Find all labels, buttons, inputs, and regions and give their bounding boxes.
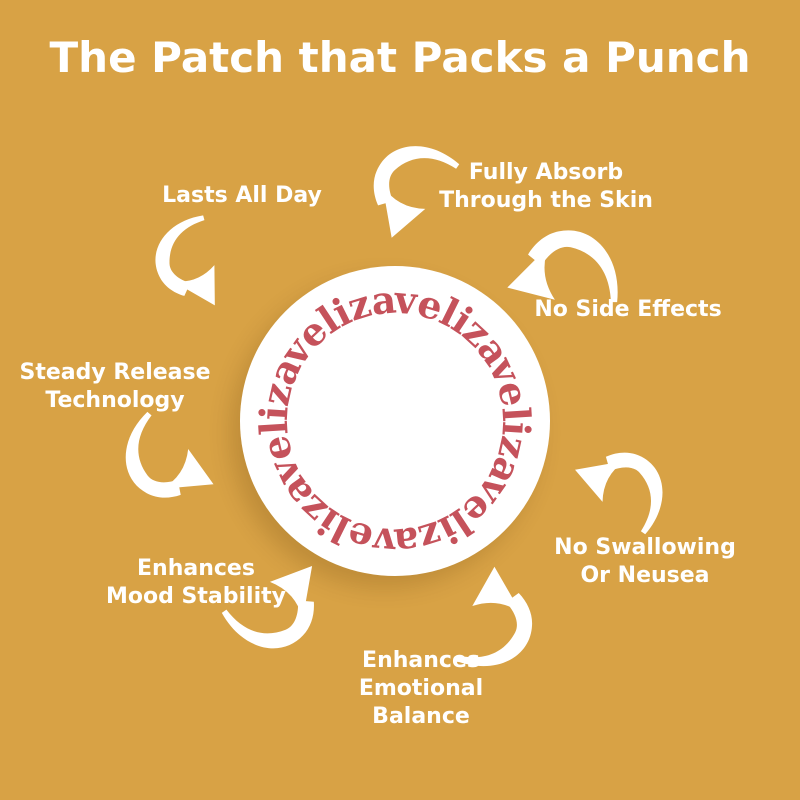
- benefit-line: Balance: [372, 703, 470, 729]
- benefit-label-fully-absorb: Fully Absorb Through the Skin: [439, 159, 653, 215]
- benefit-label-enhances-mood: Enhances Mood Stability: [106, 555, 286, 611]
- benefit-line: Mood Stability: [106, 584, 286, 609]
- benefit-label-lasts-all-day: Lasts All Day: [162, 182, 322, 210]
- benefit-line: No Side Effects: [534, 297, 722, 323]
- benefit-line: Enhances: [362, 648, 480, 674]
- brand-word: veliza: [392, 468, 519, 565]
- benefit-line: Emotional: [358, 676, 484, 702]
- benefit-line: Or Neusea: [580, 563, 710, 588]
- benefit-line: Technology: [45, 388, 185, 413]
- benefit-line: Through the Skin: [439, 188, 653, 213]
- benefit-line: Steady Release: [19, 360, 211, 386]
- benefit-line: Fully Absorb: [468, 160, 624, 186]
- brand-word: veliza: [251, 351, 310, 493]
- benefit-line: No Swallowing: [554, 535, 736, 561]
- benefit-line: Enhances: [137, 556, 255, 582]
- brand-word: veliza: [270, 276, 397, 373]
- brand-word: veliza: [480, 350, 539, 492]
- page-title: The Patch that Packs a Punch: [49, 33, 751, 82]
- benefit-label-enhances-emotional: Enhances Emotional Balance: [359, 647, 483, 731]
- brand-circle: [240, 266, 550, 576]
- benefit-label-no-swallowing: No Swallowing Or Neusea: [554, 534, 736, 590]
- benefit-label-steady-release: Steady Release Technology: [19, 359, 210, 415]
- benefit-label-no-side-effects: No Side Effects: [534, 296, 721, 324]
- curved-arrow-top-left: [127, 206, 249, 328]
- benefit-line: Lasts All Day: [162, 183, 322, 209]
